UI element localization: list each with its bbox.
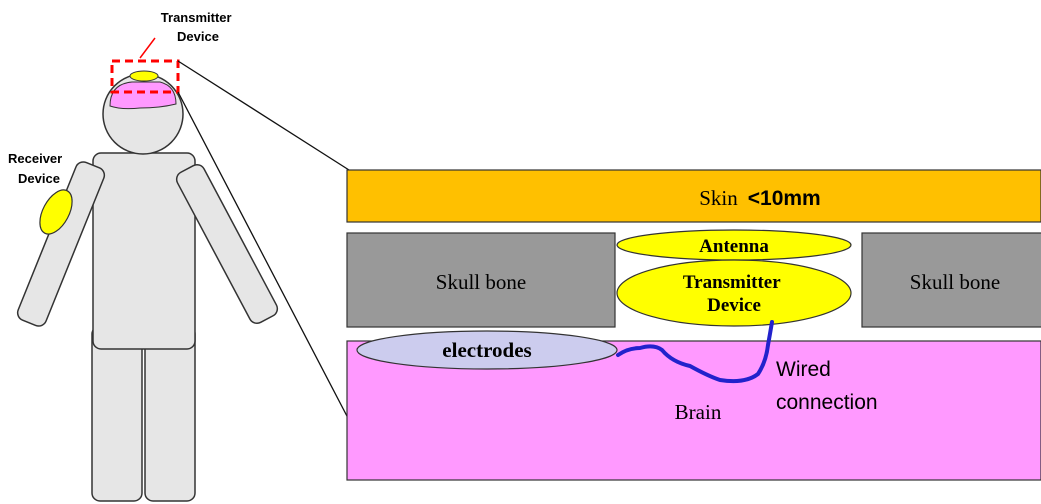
transmitter-callout-line2: Device [177,29,219,44]
wired-connection [616,320,774,384]
transmitter-callout-line1: Transmitter [161,10,232,25]
svg-text:Wired connection: Wired connection [776,358,878,414]
electrodes-label: electrodes [442,338,531,362]
skull-bone-left-label: Skull bone [436,270,526,294]
left-arm [16,161,106,327]
skin-thickness-label: <10mm [748,187,821,210]
skull-bone-right [861,232,1041,328]
transmitter-device-line2: Device [707,295,761,316]
head-transmitter-device [129,70,159,82]
electrodes [356,330,618,370]
zoom-line-bottom [177,91,350,421]
svg-text:Transmitter Device: Transmitter Device [161,10,235,44]
transmitter-device-line1: Transmitter [683,272,781,293]
skin-layer [346,169,1041,223]
receiver-callout-line1: Receiver [8,151,62,166]
zoom-line-top [177,60,350,171]
svg-text:Receiver Device: Receiver Device [8,151,66,186]
skull-bone-right-label: Skull bone [910,270,1000,294]
left-leg [91,325,143,502]
wire-label-line2: connection [776,391,878,414]
wire-label-line1: Wired [776,358,831,381]
human-figure [16,73,279,502]
skin-label: Skin [699,186,738,210]
svg-text:Transmitter Device: Transmitter Device [683,272,785,316]
transmitter-device [616,259,852,327]
receiver-device [39,189,73,235]
skull-bone-left [346,232,616,328]
receiver-callout-line2: Device [18,171,60,186]
right-leg [144,325,196,502]
brain-label: Brain [675,400,722,424]
callout-box [110,59,180,94]
head-brain-region [109,81,177,110]
callout-pointer [139,37,156,59]
antenna-label: Antenna [699,236,769,257]
right-arm [175,163,279,325]
svg-text:Skin <10mm: Skin <10mm [699,186,820,210]
